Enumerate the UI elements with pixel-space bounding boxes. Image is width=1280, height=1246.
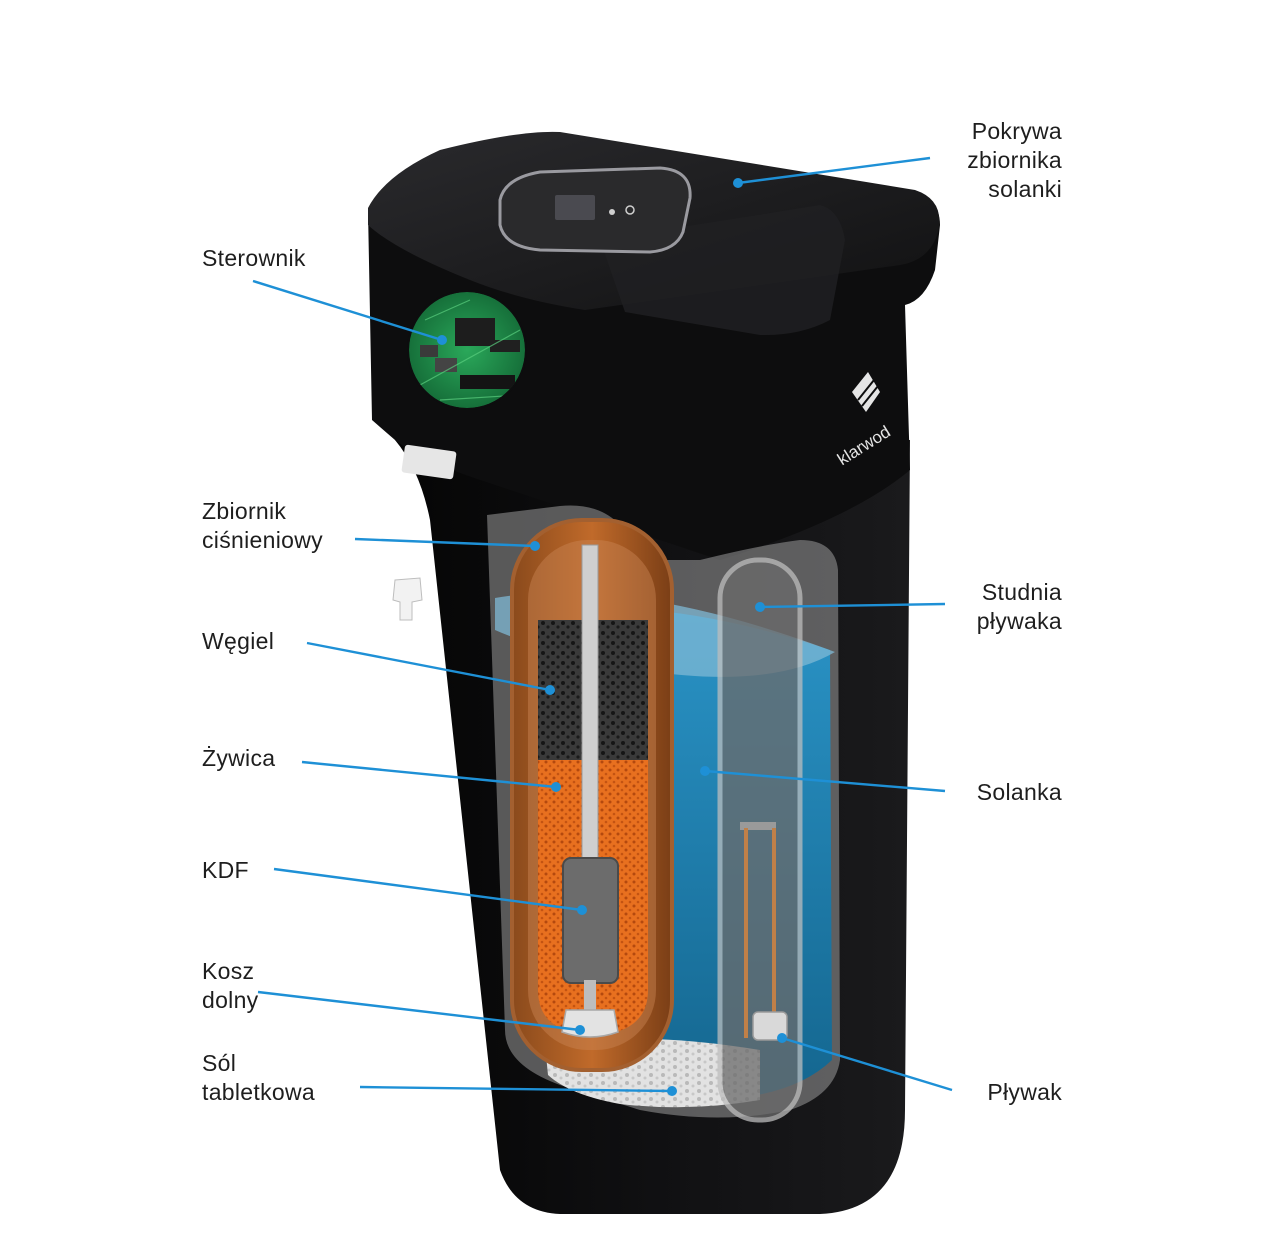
bottom-basket [561, 1009, 619, 1038]
riser-tube [581, 544, 599, 876]
label-plywak: Pływak [900, 1078, 1062, 1107]
label-sterownik: Sterownik [202, 244, 306, 273]
callout-line-sterownik [252, 279, 443, 342]
callout-line-kdf [273, 867, 583, 912]
pcb-controller-inset [407, 290, 527, 410]
callout-line-zywica [301, 760, 557, 789]
label-line: Solanka [976, 779, 1062, 805]
pressure-tank [510, 518, 674, 1072]
label-zywica: Żywica [202, 744, 275, 773]
label-kdf: KDF [202, 856, 249, 885]
callout-line-kosz [257, 990, 581, 1032]
label-line: Zbiornik [202, 498, 287, 524]
label-line: Sterownik [202, 245, 306, 271]
callout-dot-zbiornik [530, 541, 540, 551]
label-line: tabletkowa [202, 1079, 315, 1105]
callout-dot-pokrywa [733, 178, 743, 188]
power-button-icon[interactable] [625, 205, 635, 215]
hose-fitting [392, 577, 423, 621]
label-zbiornik-cisnieniowy: Zbiornik ciśnieniowy [202, 497, 323, 555]
callout-dot-sol [667, 1086, 677, 1096]
label-line: Kosz [202, 958, 255, 984]
label-line: Sól [202, 1050, 237, 1076]
callout-line-plywak [781, 1036, 953, 1092]
callout-dot-plywak [777, 1033, 787, 1043]
control-panel [498, 166, 692, 254]
label-line: zbiornika [967, 147, 1062, 173]
label-pokrywa-zbiornika-solanki: Pokrywa zbiornika solanki [900, 117, 1062, 204]
label-kosz-dolny: Kosz dolny [202, 957, 258, 1015]
callout-line-studnia [759, 602, 946, 609]
display-screen [555, 195, 595, 220]
label-line: solanki [988, 176, 1062, 202]
callout-dot-solanka [700, 766, 710, 776]
callouts [252, 156, 953, 1096]
label-wegiel: Węgiel [202, 627, 274, 656]
label-line: Żywica [202, 745, 276, 771]
menu-button-icon[interactable] [609, 209, 615, 215]
callout-dot-sterownik [437, 335, 447, 345]
label-studnia-plywaka: Studnia pływaka [900, 578, 1062, 636]
callout-dot-zywica [551, 782, 561, 792]
label-line: Węgiel [202, 628, 275, 654]
label-solanka: Solanka [900, 778, 1062, 807]
label-line: KDF [202, 857, 249, 883]
label-line: Pływak [987, 1079, 1062, 1105]
callout-line-solanka [704, 769, 946, 793]
label-line: ciśnieniowy [202, 527, 323, 553]
callout-dot-kosz [575, 1025, 585, 1035]
callout-line-wegiel [306, 641, 551, 692]
float [752, 1011, 788, 1041]
callout-line-sol [359, 1085, 673, 1093]
callout-line-zbiornik [354, 537, 536, 548]
callout-dot-wegiel [545, 685, 555, 695]
float-well [717, 557, 803, 1123]
callout-dot-kdf [577, 905, 587, 915]
label-line: Studnia [981, 579, 1062, 605]
label-line: pływaka [976, 608, 1062, 634]
kdf-cartridge [562, 857, 619, 984]
label-line: Pokrywa [971, 118, 1062, 144]
cutaway-interior [487, 505, 840, 1123]
label-line: dolny [202, 987, 259, 1013]
callout-line-pokrywa [737, 156, 931, 185]
serial-sticker [401, 444, 457, 480]
label-sol-tabletkowa: Sól tabletkowa [202, 1049, 315, 1107]
callout-dot-studnia [755, 602, 765, 612]
